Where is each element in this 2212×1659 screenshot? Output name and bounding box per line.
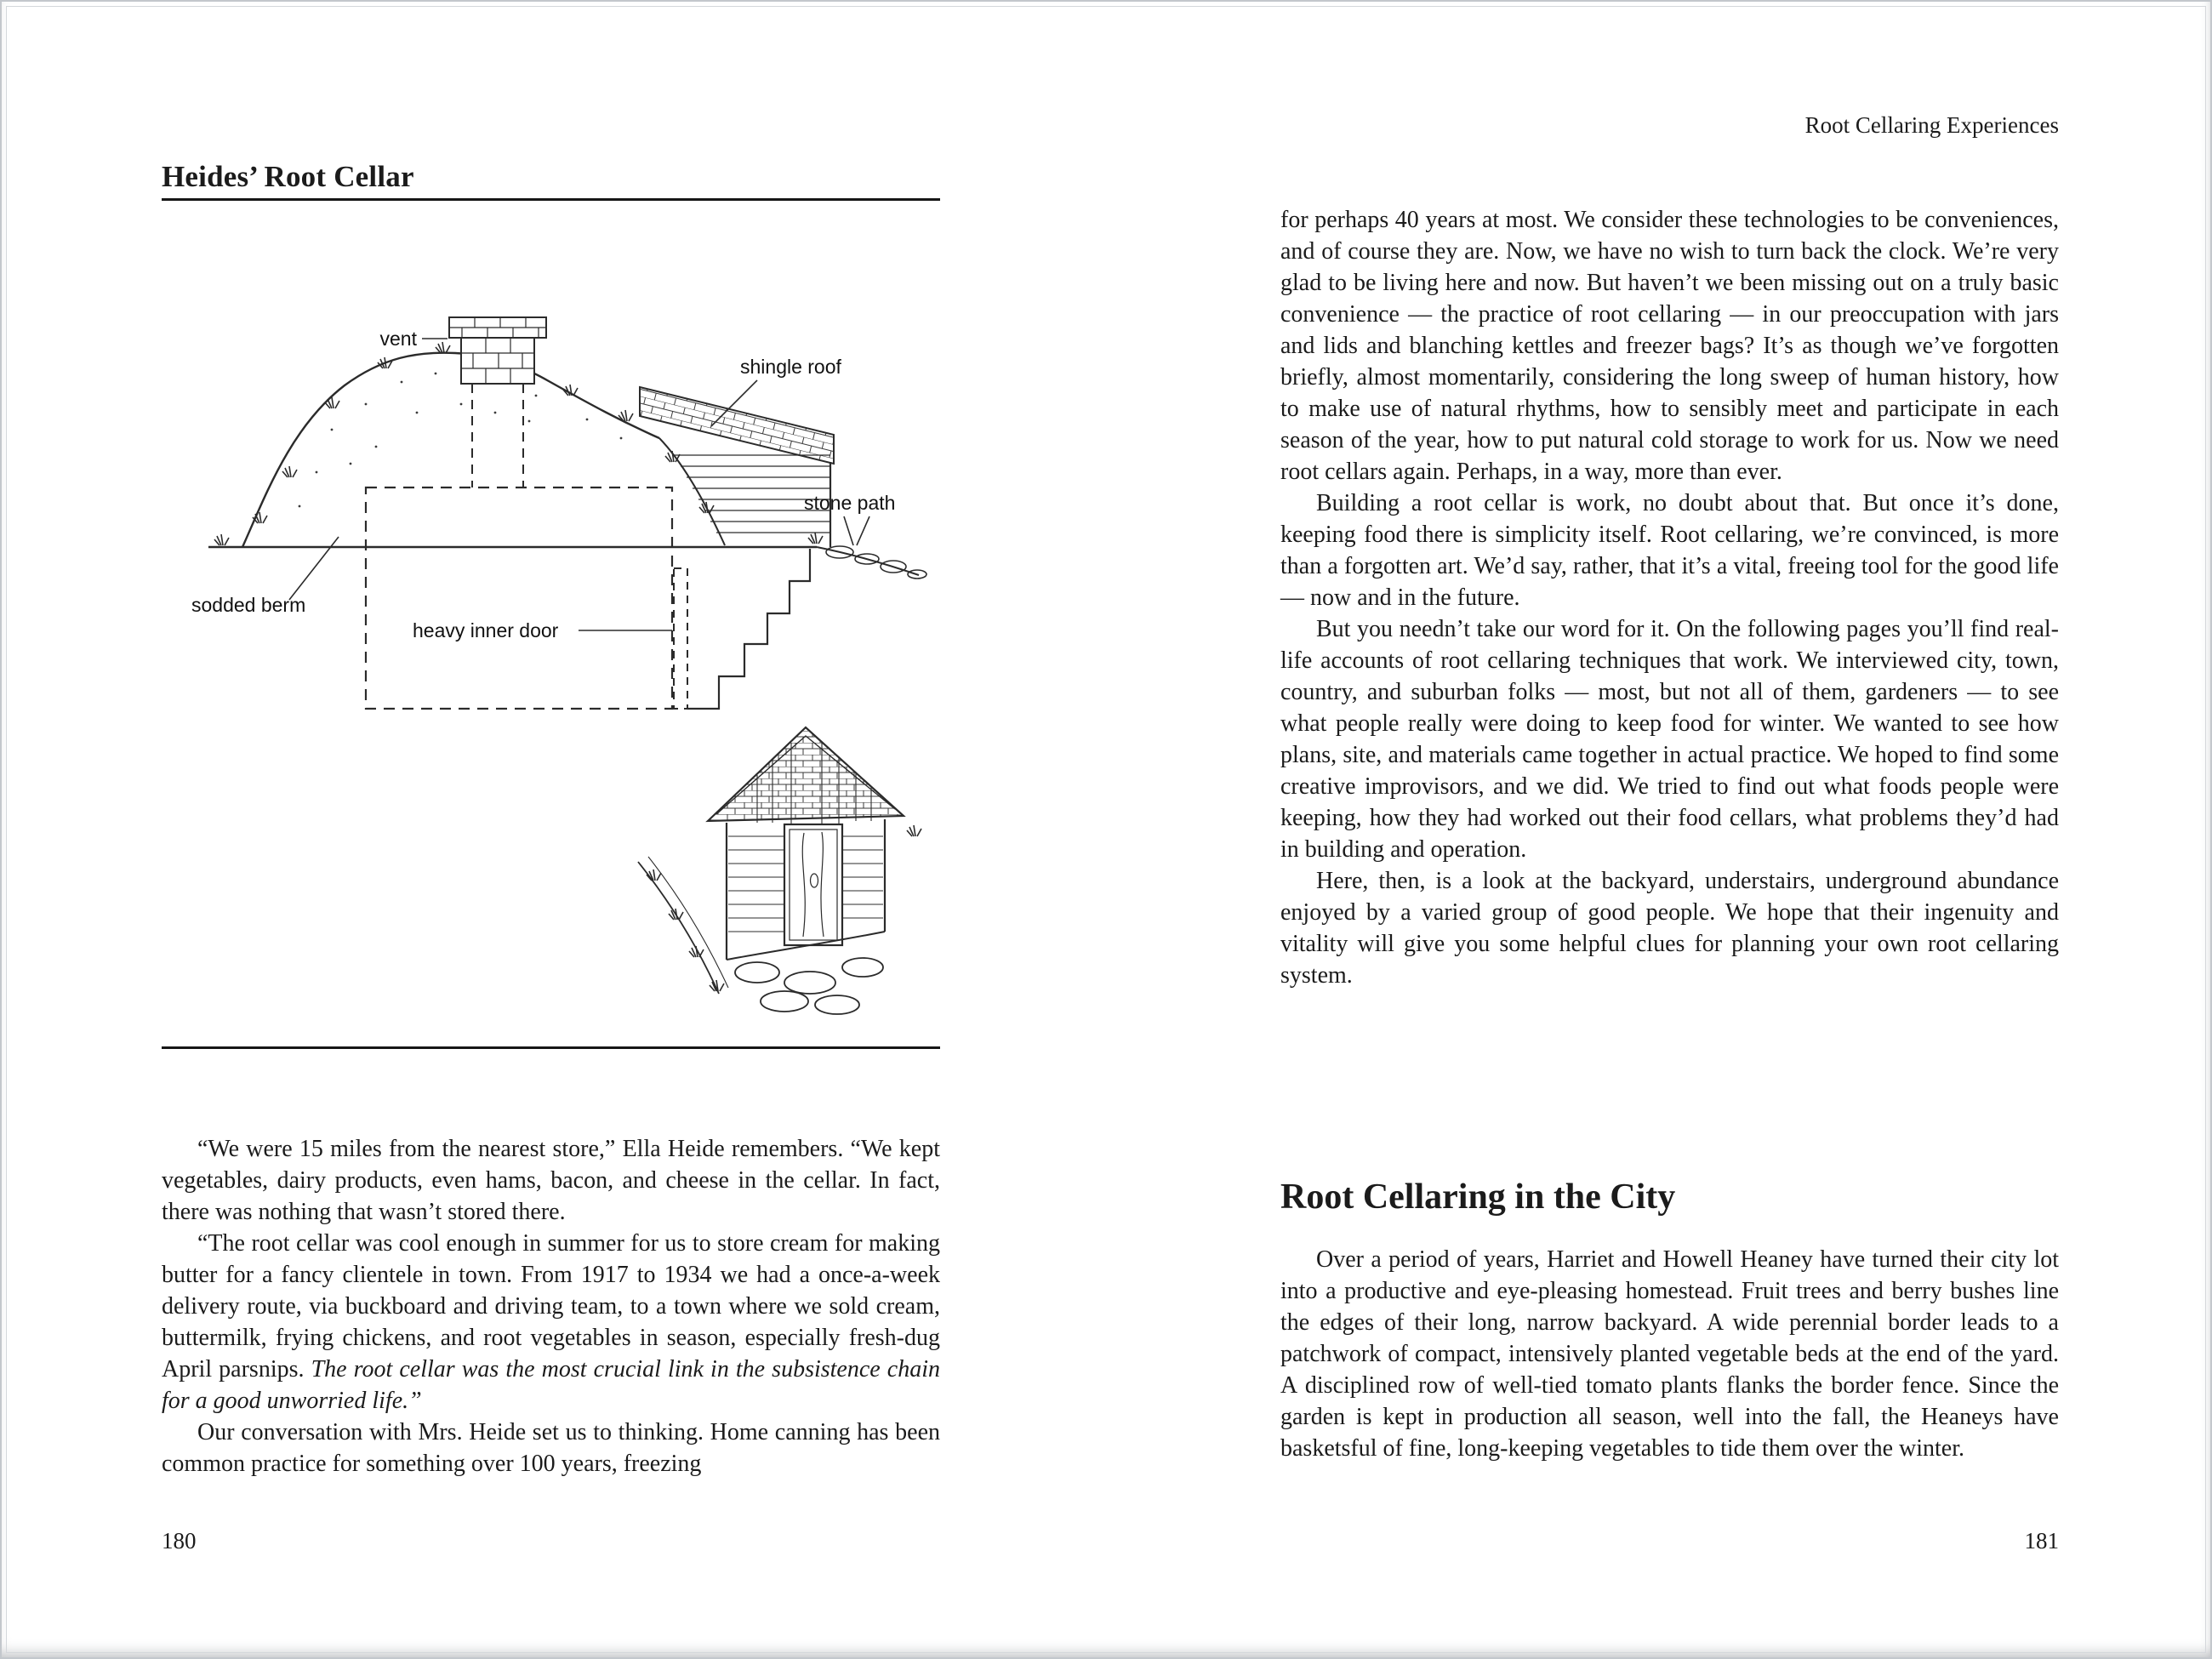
gable-plank-lines bbox=[756, 743, 872, 824]
diagram-label-shingle-roof: shingle roof bbox=[740, 356, 842, 378]
shed-side-view bbox=[639, 385, 835, 547]
left-page-number: 180 bbox=[162, 1528, 197, 1554]
cellar-room-outline bbox=[364, 486, 688, 710]
paragraph: Here, then, is a look at the backyard, u… bbox=[1280, 868, 2059, 989]
left-page-body: “We were 15 miles from the nearest store… bbox=[162, 1133, 940, 1479]
diagram-top-rule bbox=[162, 198, 940, 201]
left-page-title: Heides’ Root Cellar bbox=[162, 160, 414, 194]
running-head: Root Cellaring Experiences bbox=[1804, 112, 2059, 138]
label-line-shingle-roof bbox=[710, 379, 758, 427]
paragraph: “The root cellar was cool enough in summ… bbox=[162, 1228, 940, 1417]
right-page-number: 181 bbox=[2024, 1528, 2060, 1554]
paragraph: Building a root cellar is work, no doubt… bbox=[1280, 490, 2059, 611]
root-cellar-diagram: vent shingle roof stone path sodded berm… bbox=[191, 316, 927, 1015]
diagram-labels: vent shingle roof stone path sodded berm… bbox=[191, 328, 895, 641]
paragraph: Over a period of years, Harriet and Howe… bbox=[1280, 1246, 2059, 1462]
front-step-stones bbox=[734, 957, 884, 1015]
label-line-stone-path bbox=[843, 516, 870, 546]
entrance-shed-front-view bbox=[637, 726, 922, 1015]
shed-siding-lines bbox=[674, 454, 830, 533]
diagram-label-heavy-inner-door: heavy inner door bbox=[413, 619, 559, 641]
diagram-bottom-rule bbox=[162, 1046, 940, 1049]
diagram-label-vent: vent bbox=[380, 328, 418, 350]
stone-path-stones bbox=[825, 545, 927, 579]
front-base bbox=[726, 931, 886, 961]
heavy-inner-door-shape bbox=[673, 567, 688, 710]
section-body: Over a period of years, Harriet and Howe… bbox=[1280, 1244, 2059, 1464]
vent-chimney bbox=[448, 316, 547, 487]
paragraph-italic-text: The root cellar was the most crucial lin… bbox=[162, 1356, 940, 1414]
diagram-label-sodded-berm: sodded berm bbox=[191, 594, 305, 616]
front-walls bbox=[725, 819, 887, 960]
diagram-label-stone-path: stone path bbox=[804, 492, 895, 514]
paragraph-text: “The root cellar was cool enough in summ… bbox=[162, 1230, 940, 1382]
ground-line bbox=[208, 545, 920, 576]
paragraph: “We were 15 miles from the nearest store… bbox=[162, 1136, 940, 1225]
front-slope bbox=[637, 824, 922, 995]
section-title: Root Cellaring in the City bbox=[1280, 1177, 1676, 1217]
label-line-sodded-berm bbox=[288, 536, 339, 601]
entrance-stairs bbox=[687, 549, 812, 710]
paragraph: But you needn’t take our word for it. On… bbox=[1280, 616, 2059, 863]
front-roof bbox=[705, 726, 906, 823]
right-page-body: for perhaps 40 years at most. We conside… bbox=[1280, 204, 2059, 991]
paragraph: Our conversation with Mrs. Heide set us … bbox=[162, 1419, 940, 1477]
paragraph: for perhaps 40 years at most. We conside… bbox=[1280, 207, 2059, 485]
front-door bbox=[783, 823, 844, 947]
front-siding-lines bbox=[728, 835, 883, 932]
